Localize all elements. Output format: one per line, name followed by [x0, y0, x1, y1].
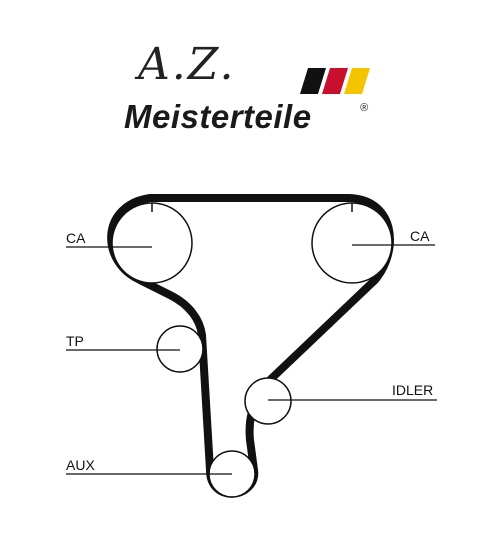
- flag-stripe-red: [322, 68, 348, 94]
- flag-stripe-black: [300, 68, 326, 94]
- tensioner-pulley: [156, 325, 204, 373]
- logo-script-initials: A.Z.: [138, 39, 236, 90]
- flag-stripes-icon: [300, 68, 370, 94]
- label-tp: TP: [66, 333, 84, 349]
- label-ca-right: CA: [410, 228, 430, 244]
- camshaft-pulley-right: [311, 202, 393, 284]
- idler-pulley: [244, 377, 292, 425]
- flag-stripe-gold: [344, 68, 370, 94]
- registered-mark: ®: [360, 102, 369, 114]
- brand-logo: A.Z. Meisterteile ®: [110, 40, 390, 145]
- label-aux: AUX: [66, 457, 95, 473]
- logo-wordmark: Meisterteile: [124, 98, 312, 135]
- label-ca-left: CA: [66, 230, 86, 246]
- camshaft-pulley-left: [111, 202, 193, 284]
- label-idler: IDLER: [392, 382, 433, 398]
